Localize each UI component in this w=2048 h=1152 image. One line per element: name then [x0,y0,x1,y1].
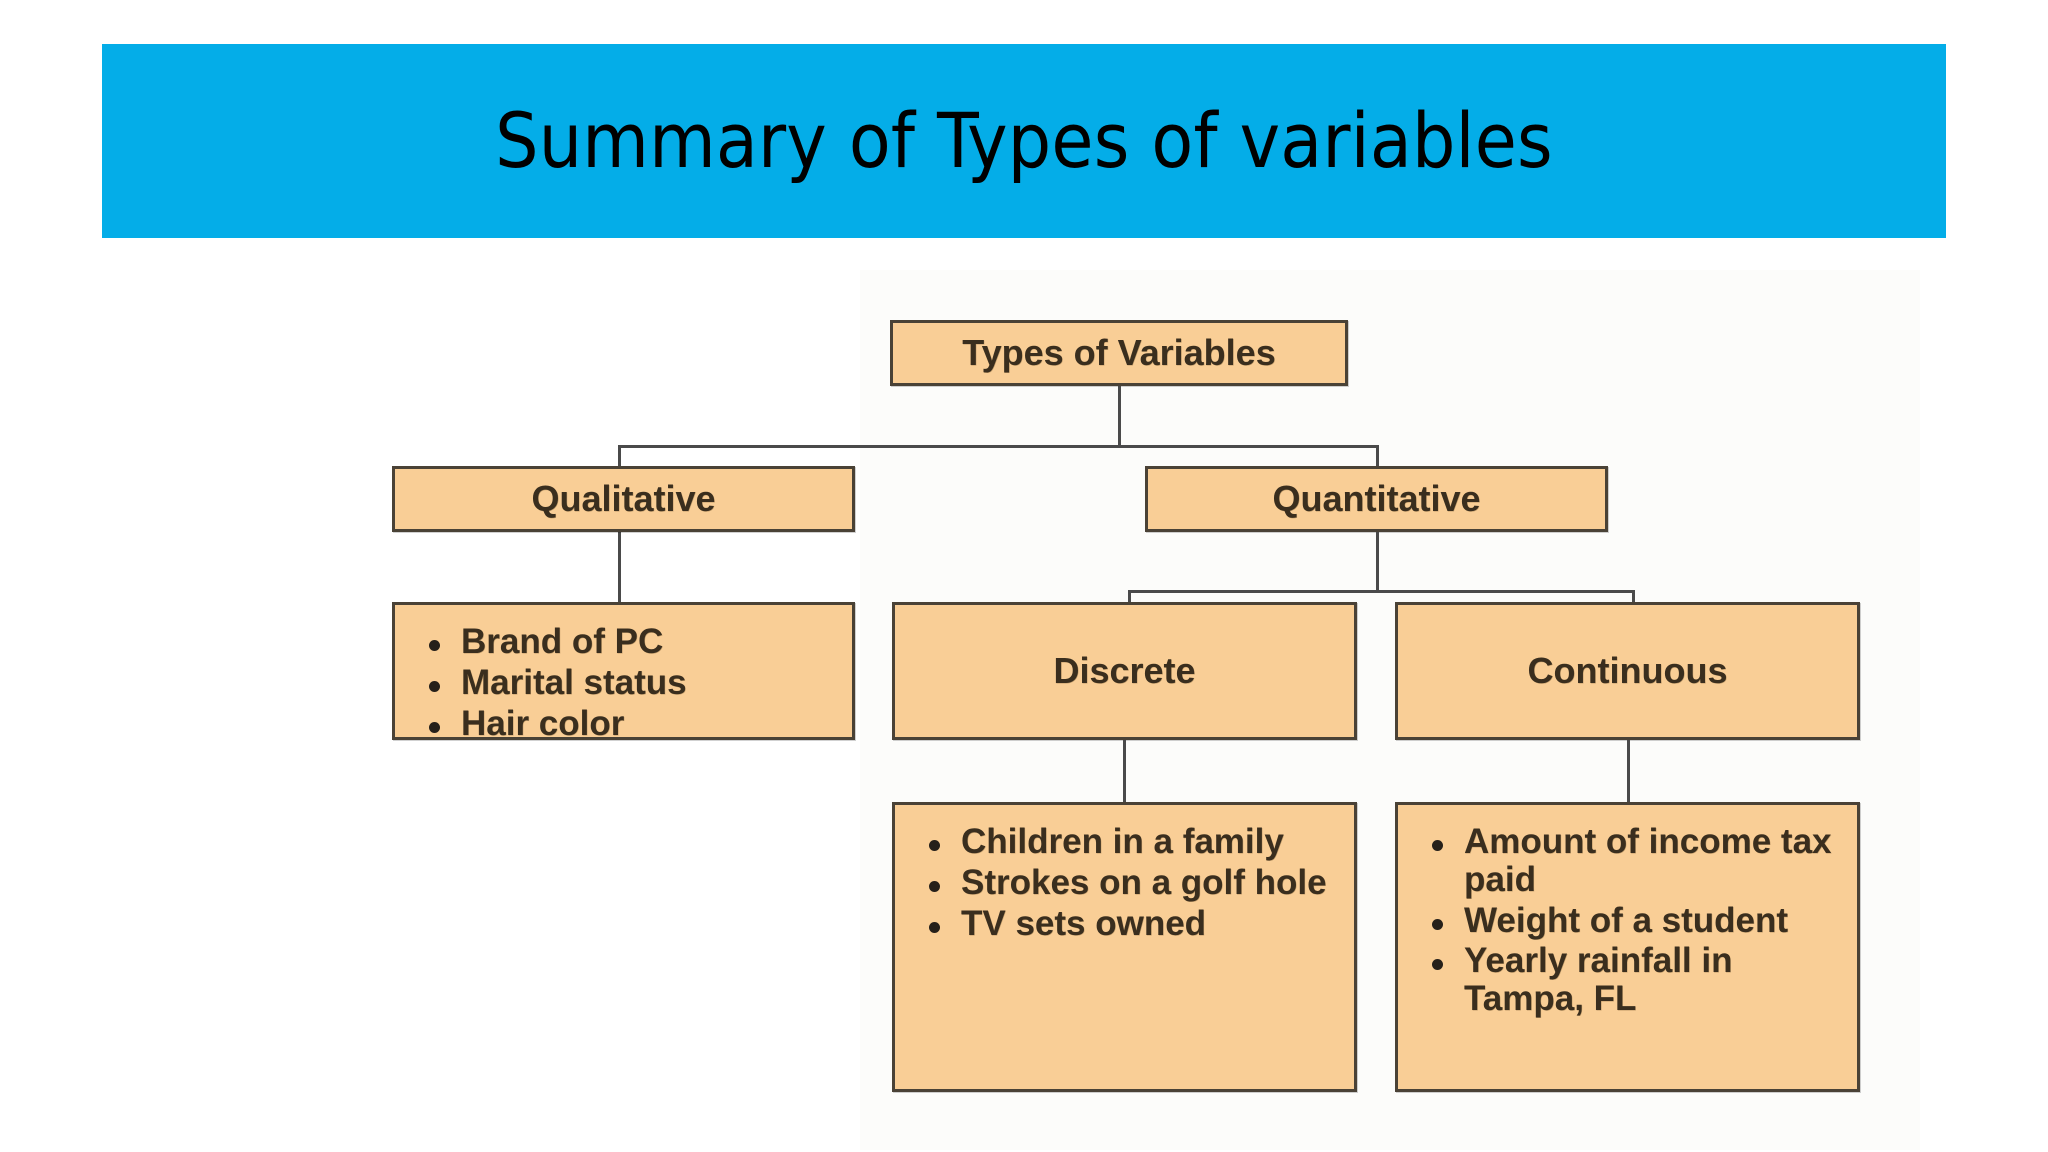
node-types-of-variables-label: Types of Variables [962,332,1276,373]
qualitative-examples-list: Brand of PC Marital status Hair color [425,623,840,745]
continuous-examples-list: Amount of income tax paid Weight of a st… [1428,823,1845,1021]
page-title: Summary of Types of variables [495,96,1553,185]
node-continuous-examples[interactable]: Amount of income tax paid Weight of a st… [1395,802,1860,1092]
node-quantitative-label: Quantitative [1272,478,1481,519]
connector-to-qualitative [618,445,621,735]
list-item: Children in a family [925,823,1342,861]
node-discrete[interactable]: Discrete [892,602,1357,740]
node-continuous-label: Continuous [1527,650,1728,691]
node-qualitative[interactable]: Qualitative [392,466,855,532]
connector-level2-bus [618,445,1379,448]
node-discrete-examples[interactable]: Children in a family Strokes on a golf h… [892,802,1357,1092]
slide-title-banner: Summary of Types of variables [102,44,1946,238]
connector-quantitative-stem [1376,532,1379,592]
connector-root-stem [1118,386,1121,447]
list-item: Hair color [425,704,840,743]
list-item: Strokes on a golf hole [925,863,1342,902]
list-item: TV sets owned [925,904,1342,943]
list-item: Marital status [425,663,840,702]
list-item: Yearly rainfall in Tampa, FL [1428,942,1845,1018]
node-types-of-variables[interactable]: Types of Variables [890,320,1348,386]
node-discrete-label: Discrete [1053,650,1196,691]
connector-level3-bus [1128,590,1635,593]
list-item: Weight of a student [1428,901,1845,940]
node-qualitative-examples[interactable]: Brand of PC Marital status Hair color [392,602,855,742]
node-continuous[interactable]: Continuous [1395,602,1860,740]
node-quantitative[interactable]: Quantitative [1145,466,1608,532]
list-item: Amount of income tax paid [1428,823,1845,899]
discrete-examples-list: Children in a family Strokes on a golf h… [925,823,1342,945]
types-of-variables-diagram: Types of Variables Qualitative Quantitat… [0,270,2048,1150]
list-item: Brand of PC [425,623,840,661]
node-qualitative-label: Qualitative [531,478,716,519]
